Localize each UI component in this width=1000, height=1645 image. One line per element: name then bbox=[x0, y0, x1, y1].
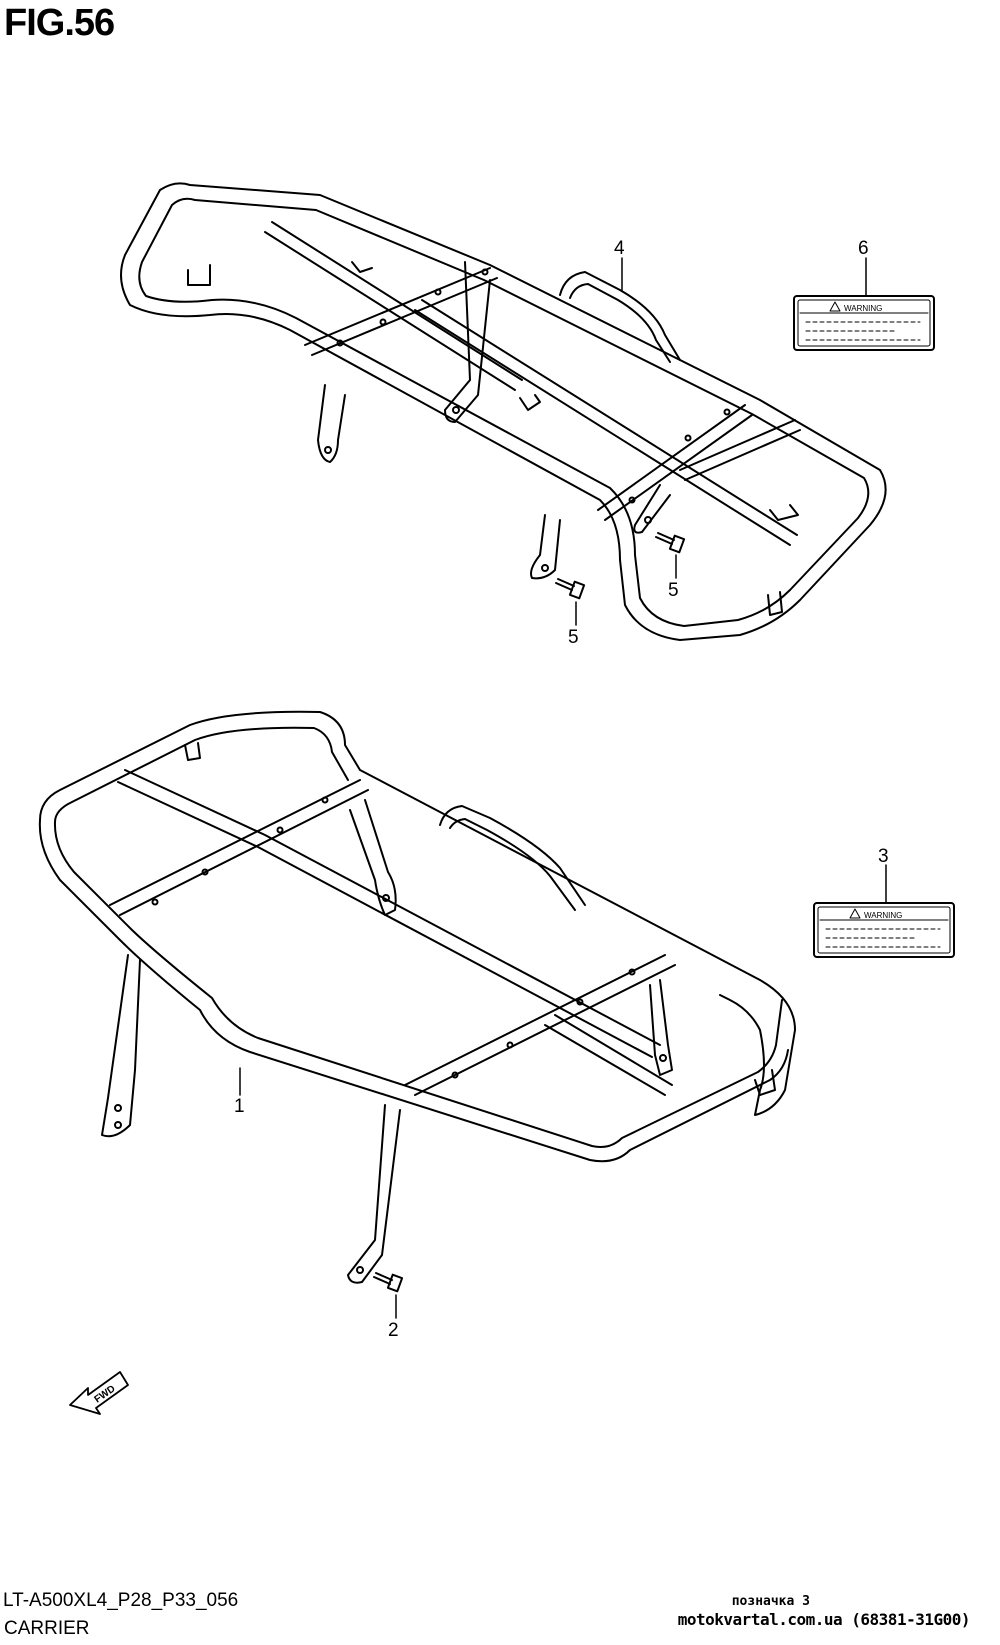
bolt-5a bbox=[655, 532, 686, 554]
callout-5b: 5 bbox=[568, 627, 579, 648]
warning-label-6 bbox=[793, 295, 935, 351]
fwd-arrow-icon bbox=[69, 1371, 129, 1415]
rear-carrier bbox=[120, 182, 887, 641]
watermark-mark: позначка 3 bbox=[731, 1594, 810, 1609]
callout-5a: 5 bbox=[668, 580, 679, 601]
front-carrier bbox=[38, 710, 796, 1284]
warning-text-3: WARNING bbox=[864, 911, 902, 920]
callout-3: 3 bbox=[878, 846, 889, 867]
model-code: LT-A500XL4_P28_P33_056 bbox=[3, 1590, 239, 1611]
bolt-2 bbox=[373, 1272, 404, 1293]
callout-2: 2 bbox=[388, 1320, 399, 1341]
callout-1: 1 bbox=[234, 1096, 245, 1117]
callout-6: 6 bbox=[858, 238, 869, 259]
figure-title: FIG.56 bbox=[4, 2, 115, 44]
watermark-source: motokvartal.com.ua (68381-31G00) bbox=[677, 1610, 971, 1629]
section-name: CARRIER bbox=[4, 1618, 90, 1639]
warning-label-3 bbox=[813, 902, 955, 958]
callout-4: 4 bbox=[614, 238, 625, 259]
warning-text-6: WARNING bbox=[844, 304, 882, 313]
bolt-5b bbox=[555, 578, 586, 600]
